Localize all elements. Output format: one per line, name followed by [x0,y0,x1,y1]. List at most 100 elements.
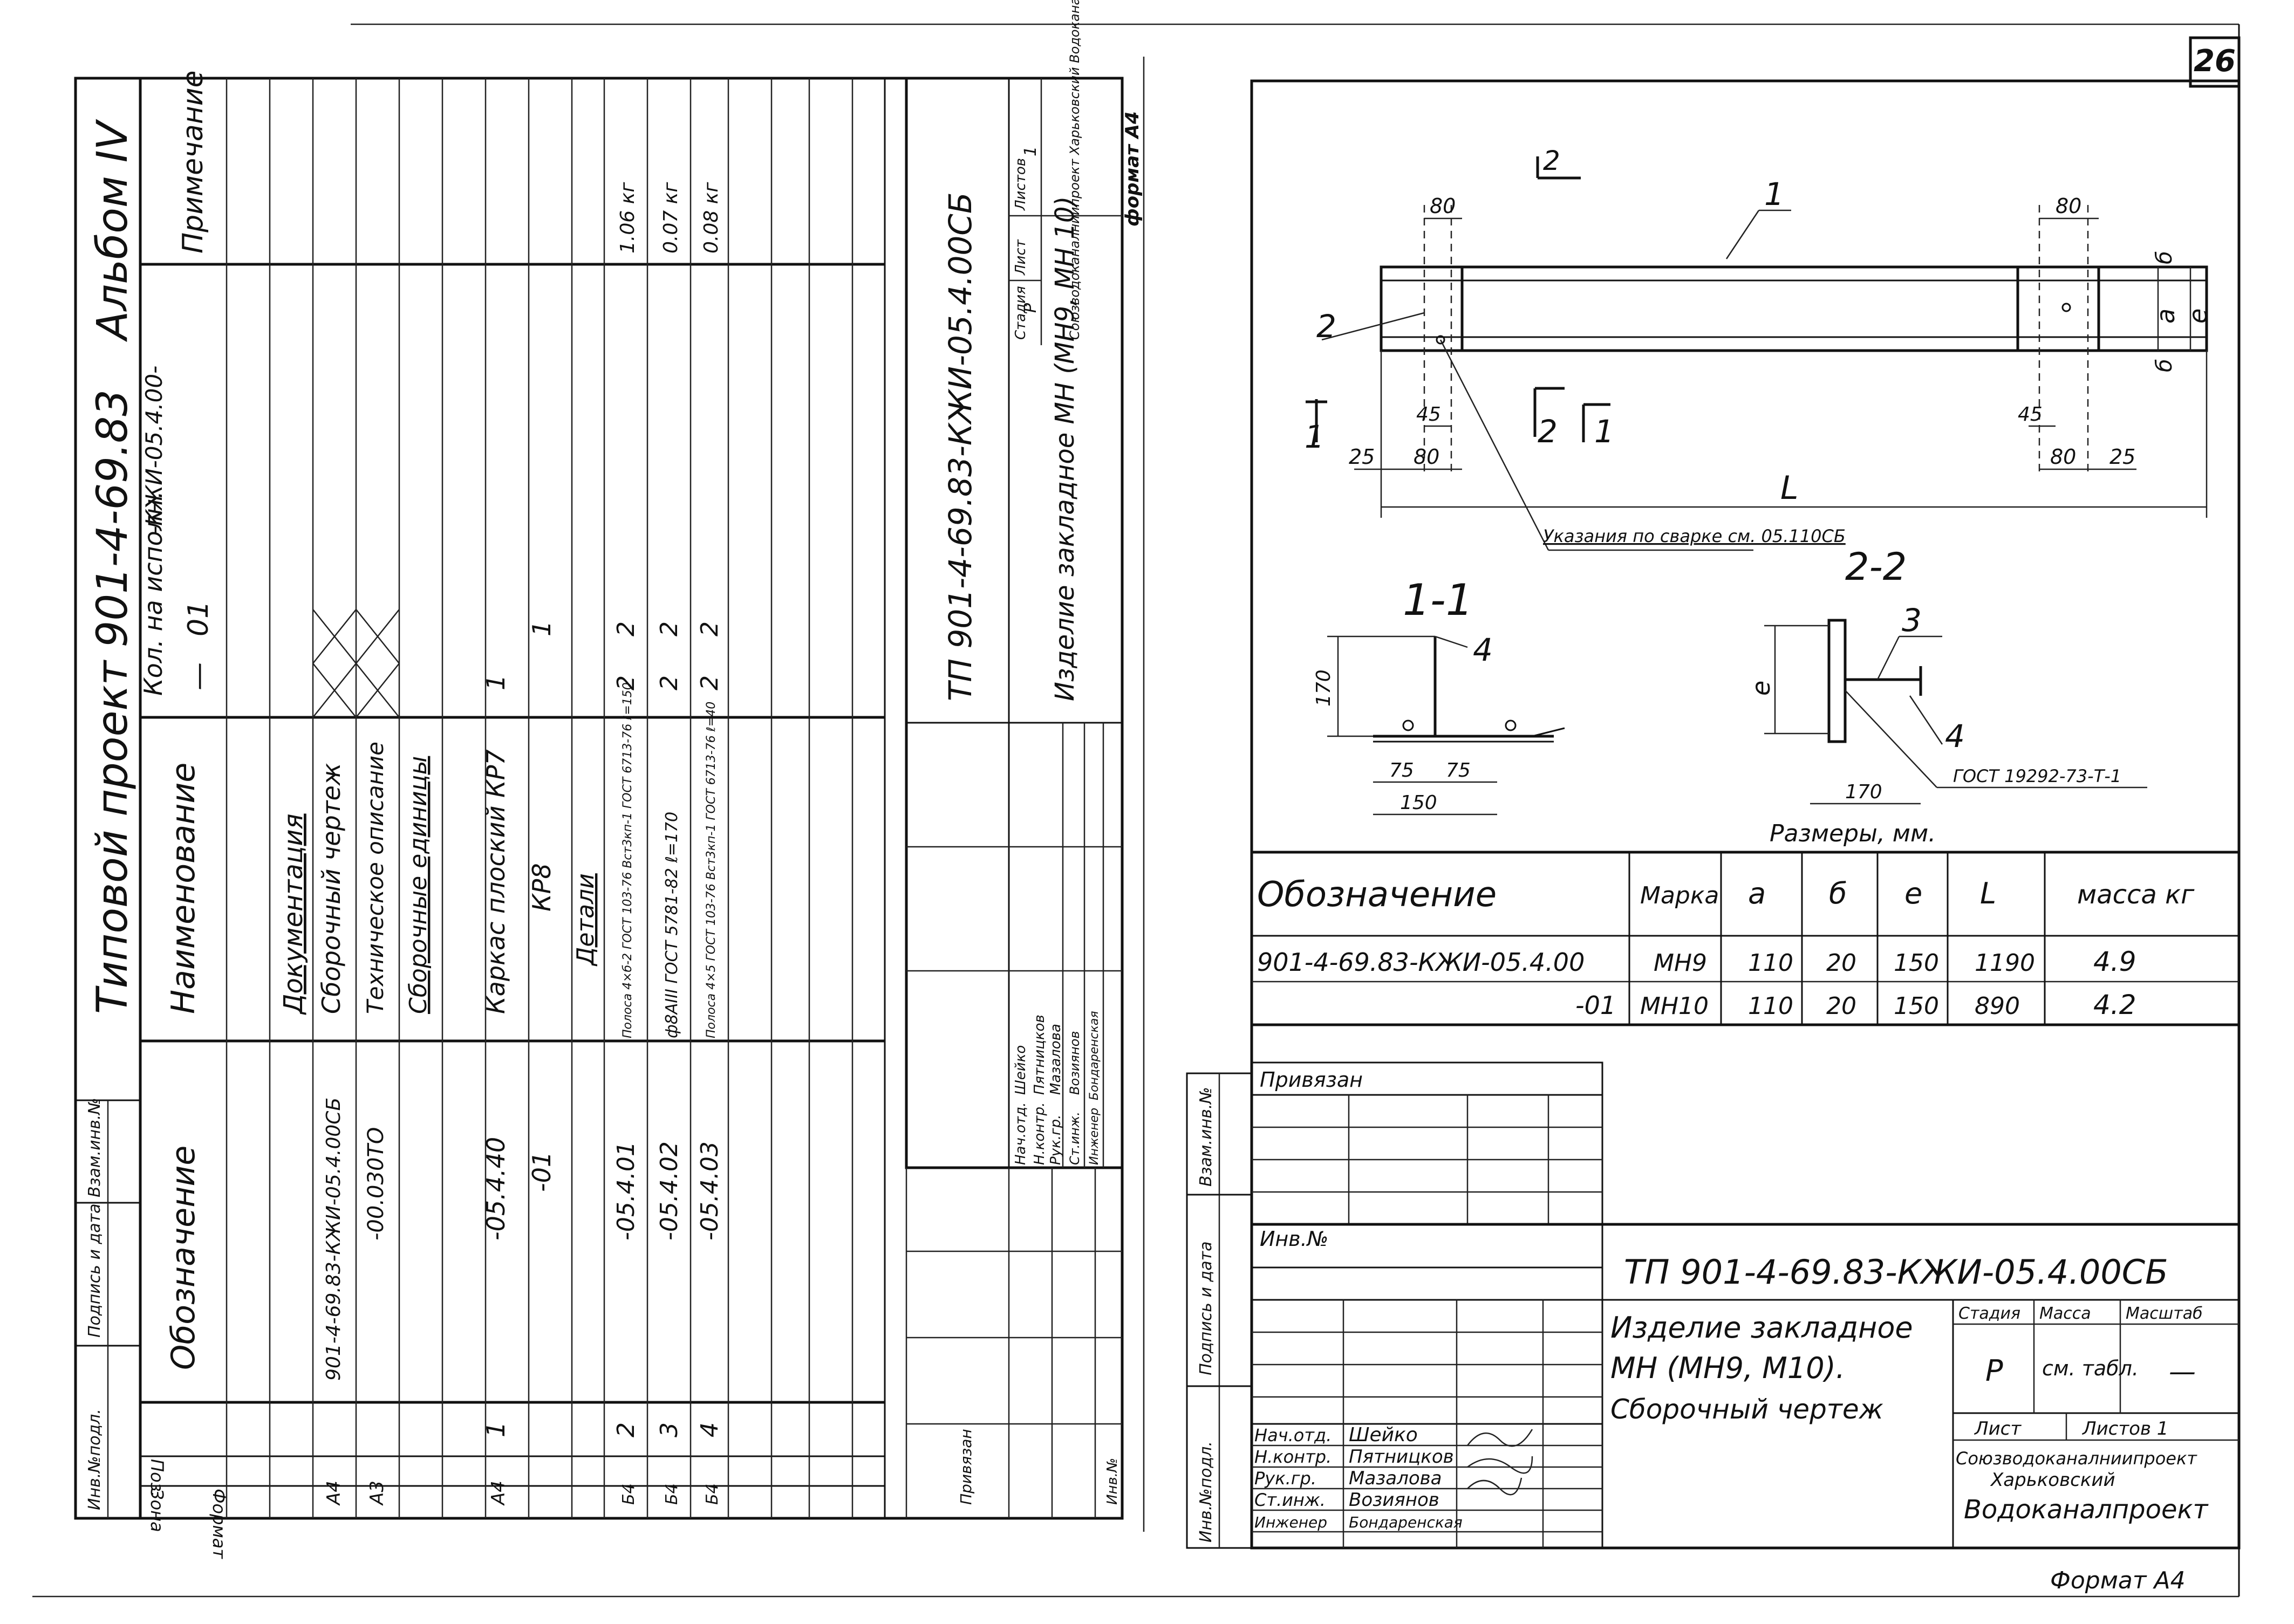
privyazan-label: Привязан [1260,1068,1363,1092]
dim-80-a: 80 [1430,194,1456,218]
spec-designation: -05.4.02 [656,1141,683,1241]
table-cell: 4.2 [2093,989,2136,1020]
spec-note: 0.07 кг [660,182,682,253]
spec-row: -05.4.01 Полоса 4×б-2 ГОСТ 103-76 Вст3кп… [612,182,640,1505]
spec-name: Полоса 4×5 ГОСТ 103-76 Вст3кп-1 ГОСТ 671… [705,702,718,1038]
spec-qty-01: 2 [656,621,683,636]
table-header: б [1829,876,1847,910]
side-podpis: Подпись и дата [1197,1242,1216,1376]
callout-3: 3 [1902,602,1922,639]
spec-row: -05.4.02 ф8АIII ГОСТ 5781-82 ℓ=170 2 2 0… [656,182,683,1505]
spec-name: Сборочный чертеж [317,763,346,1014]
spec-format: А4 [488,1481,509,1506]
table-row: -01 МН10 110 20 150 890 4.2 [1575,989,2136,1020]
spec-row: Документация [278,813,309,1015]
dim-80-c: 80 [1414,445,1439,469]
tb-signer-name: Возиянов [1067,1031,1082,1095]
tb-signer-role: Инженер [1254,1513,1327,1531]
spec-qty-01: 2 [612,621,640,636]
spec-row-lines [226,78,886,1518]
section-2-2: 2-2 3 4 ГОСТ 19292-73-Т-1 е 170 Размеры,… [1746,545,2147,847]
tb-signer-role: Ст.инж. [1254,1490,1326,1510]
spec-qty-main: 2 [612,675,640,690]
left-sheet: Типовой проект 901-4-69.83 Альбом IV фор… [74,0,1143,1559]
right-sheet: 1 2 2 1 1 2 Указания по сварке см. 05.11… [1186,79,2241,1550]
spec-name: КР8 [527,863,556,912]
table-cell: 110 [1748,949,1793,977]
spec-row: Детали [572,873,599,967]
spec-name: Техническое описание [362,742,388,1014]
dim-e: е [2183,309,2213,324]
inv-n-label: Инв.№ [1260,1227,1328,1251]
spec-designation: -00.030ТО [364,1127,388,1241]
tb-signer-name: Пятницков [1032,1015,1048,1095]
tb-signer-name: Бондаренская [1349,1513,1463,1531]
tb-signer-name: Шейко [1013,1045,1029,1095]
hdr-zone: Зона [147,1489,167,1532]
spec-qty-main: 2 [696,675,723,690]
side-inv-podl: Инв.№подл. [1197,1441,1216,1543]
spec-format: Б4 [703,1483,722,1505]
tb-signer-name: Бондаренская [1088,1011,1101,1100]
tb-signer-name: Мазалова [1048,1024,1064,1095]
table-cell: 4.9 [2093,946,2136,977]
side-podpis: Подпись и дата [85,1204,104,1338]
right-title-block: ТП 901-4-69.83-КЖИ-05.4.00СБ Изделие зак… [1250,1223,2241,1550]
tb-sheets-label: Листов [1013,158,1029,211]
table-header: е [1904,876,1922,910]
table-cell: МН10 [1640,992,1709,1020]
gost-note: ГОСТ 19292-73-Т-1 [1953,766,2121,786]
tb-org: Союзводоканалниипроект Харьковский Водок… [1067,0,1082,340]
spec-name: Детали [572,873,599,967]
tb-signer-role: Н.контр. [1032,1102,1048,1165]
spec-designation: -05.4.01 [612,1141,640,1241]
tb-signer-name: Возиянов [1349,1489,1439,1511]
album-label: Альбом IV [88,119,137,342]
tb-inv-n: Инв.№ [1104,1458,1121,1505]
spec-pos: 3 [656,1422,683,1437]
section-label-1-1: 1-1 [1403,575,1473,625]
table-cell: 20 [1826,949,1856,977]
spec-designation: -05.4.40 [481,1137,510,1241]
spec-qty-main: 2 [656,675,683,690]
tb-title-l3: Сборочный чертеж [1610,1394,1883,1425]
footer-format: Формат А4 [2050,1567,2186,1594]
hdr-pos: Поз. [147,1459,167,1497]
table-header: масса кг [2077,880,2195,910]
dim-b-2: б [2152,359,2177,372]
tb-stage-label: Стадия [1013,286,1029,340]
privyazan-block: Привязан Инв.№ [1251,1061,1603,1269]
tb-signer-role: Нач.отд. [1013,1102,1029,1165]
tb-doc-code: ТП 901-4-69.83-КЖИ-05.4.00СБ [942,192,979,701]
spec-row: -05.4.40 Каркас плоский КР7 1 1 А4 [481,675,510,1506]
page-number-box: 26 [2189,36,2241,88]
left-side-labels: Взам.инв.№ Подпись и дата Инв.№подл. [76,1098,140,1518]
dim-45-b: 45 [2018,403,2043,426]
dim-170-a: 170 [1313,669,1335,707]
dim-75-b: 75 [1446,759,1471,782]
spec-pos: 2 [612,1422,640,1437]
crossed-cells [312,609,400,718]
table-cell: 150 [1894,992,1939,1020]
dim-170-b: 170 [1845,781,1882,803]
marks-table: Обозначение Марка a б е L масса кг 901-4… [1252,851,2239,1026]
spec-name: Сборочные единицы [405,756,432,1014]
tb-signer-role: Нач.отд. [1254,1425,1332,1445]
hdr-qty-main: — [182,662,215,690]
right-side-labels: Взам.инв.№ Подпись и дата Инв.№подл. [1186,1072,1253,1549]
dim-25-a: 25 [1349,445,1375,469]
section-mark-2-top: 2 [1543,145,1560,176]
tb-org-l1: Союзводоканалниипроект [1956,1448,2197,1469]
spec-format: Б4 [663,1483,681,1505]
hdr-qty-01: 01 [182,601,215,636]
dim-45-a: 45 [1416,403,1441,426]
tb-doc-code: ТП 901-4-69.83-КЖИ-05.4.00СБ [1624,1252,2168,1292]
spec-note: 1.06 кг [617,182,639,253]
table-header: Марка [1640,882,1719,909]
section-label-2-2: 2-2 [1845,545,1907,589]
dim-a: a [2151,309,2180,324]
spec-row: -01 КР8 1 [527,621,556,1192]
table-cell: 20 [1826,992,1856,1020]
side-inv-podl: Инв.№подл. [85,1409,104,1510]
